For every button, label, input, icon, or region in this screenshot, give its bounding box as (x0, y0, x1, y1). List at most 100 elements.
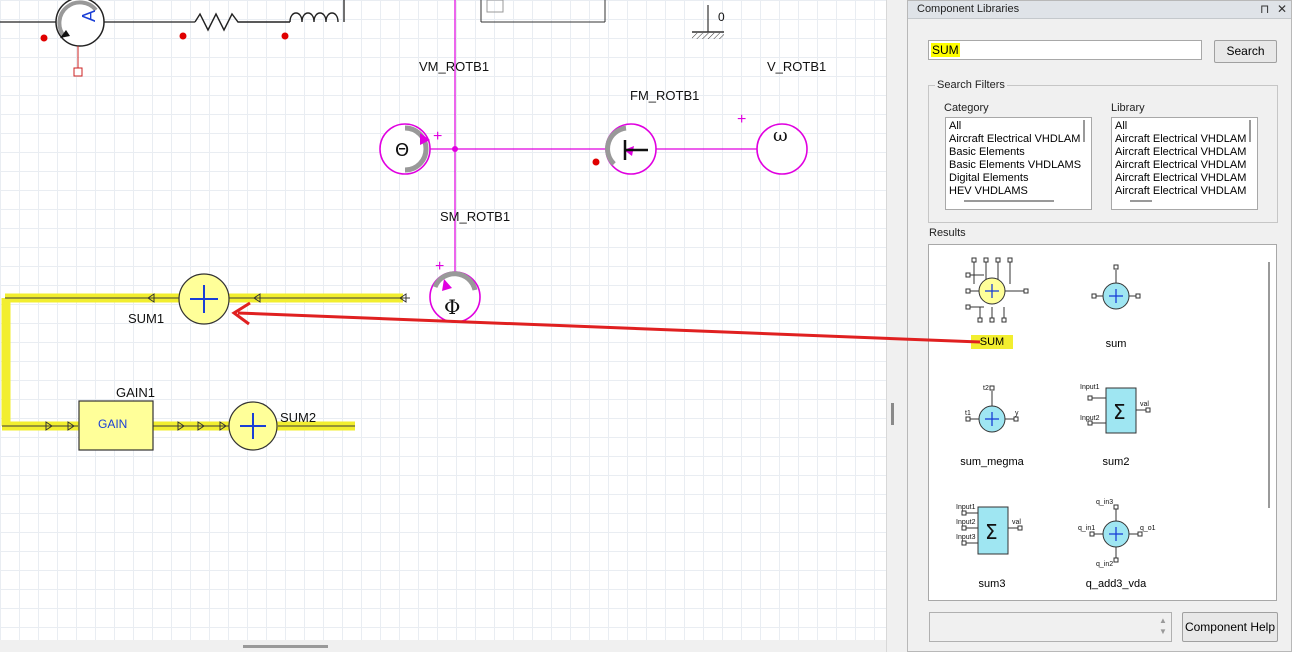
description-spinner[interactable]: ▲▼ (1159, 616, 1167, 636)
q-left-pin: q_in1 (1078, 525, 1095, 532)
vm-rotb1-sensor[interactable]: Θ (379, 123, 431, 175)
canvas-horizontal-scrollbar[interactable] (0, 640, 886, 652)
sum-megma-component-icon: t2 t1 y (965, 385, 1019, 433)
result-sum-upper[interactable]: SUM (932, 250, 1052, 360)
search-input[interactable]: SUM (928, 40, 1202, 60)
library-item[interactable]: All (1115, 120, 1128, 132)
megma-right-pin: y (1015, 410, 1019, 417)
gain-body-label: GAIN (98, 417, 128, 431)
plus-marker: + (433, 128, 442, 145)
arrow-marker (219, 421, 227, 431)
gain1-block[interactable] (78, 400, 154, 451)
inductor (289, 12, 339, 23)
category-item[interactable]: HEV VHDLAMS (949, 185, 1028, 197)
search-input-value: SUM (931, 43, 960, 57)
gain1-label: GAIN1 (116, 385, 156, 400)
category-item[interactable]: Basic Elements (949, 146, 1025, 158)
plus-marker: + (737, 111, 746, 128)
sum3-component-icon: Σ Input1 Input2 Input3 val (956, 504, 1023, 555)
result-sum3[interactable]: Σ Input1 Input2 Input3 val sum3 (932, 496, 1052, 600)
canvas-scroll-thumb[interactable] (243, 645, 328, 648)
sm-rotb1-label: SM_ROTB1 (440, 209, 511, 224)
sigma-symbol: Σ (1113, 400, 1126, 424)
sum3-in1-pin: Input1 (956, 504, 976, 511)
v-rotb1-sensor[interactable]: ω (756, 123, 808, 175)
library-item[interactable]: Aircraft Electrical VHDLAM (1115, 185, 1247, 197)
pin-icon[interactable]: ⊓ (1260, 2, 1270, 16)
pin-marker (592, 158, 600, 166)
arrow-marker (67, 421, 75, 431)
search-filters-label: Search Filters (935, 79, 1007, 91)
sum1-label: SUM1 (128, 311, 165, 326)
splitter-grip[interactable] (891, 403, 894, 425)
panel-title: Component Libraries (917, 3, 1020, 15)
component-help-button[interactable]: Component Help (1182, 612, 1278, 642)
result-name: sum (1105, 338, 1127, 350)
results-label: Results (929, 227, 966, 239)
vm-rotb1-label: VM_ROTB1 (419, 59, 490, 74)
sm-rotb1-sensor[interactable]: Φ (429, 271, 481, 323)
library-scrollbar[interactable] (1249, 120, 1251, 142)
category-listbox[interactable]: All Aircraft Electrical VHDLAM Basic Ele… (945, 117, 1092, 210)
category-label: Category (944, 102, 989, 114)
results-scrollbar[interactable] (1268, 262, 1270, 508)
omega-symbol: ω (773, 125, 788, 146)
category-item[interactable]: Basic Elements VHDLAMS (949, 159, 1082, 171)
block-icon (486, 0, 504, 13)
category-item[interactable]: Aircraft Electrical VHDLAM (949, 133, 1081, 145)
panel-title-bar: Component Libraries ⊓ ✕ (908, 1, 1291, 19)
ammeter[interactable]: A (55, 0, 105, 47)
search-filters-group (928, 85, 1278, 223)
library-hscrollbar[interactable] (1130, 200, 1152, 202)
arrow-marker (253, 293, 261, 303)
library-item[interactable]: Aircraft Electrical VHDLAM (1115, 133, 1247, 145)
ammeter-symbol: A (79, 10, 99, 22)
result-name: sum3 (978, 578, 1006, 590)
ground-value: 0 (718, 10, 725, 24)
result-q-add3-vda[interactable]: q_in3 q_in1 q_o1 q_in2 q_add3_vda (1056, 496, 1176, 600)
library-label: Library (1111, 102, 1145, 114)
sum2-in2-pin: Input2 (1080, 415, 1100, 422)
q-right-pin: q_o1 (1140, 525, 1156, 532)
result-name-text: SUM (970, 335, 1014, 349)
close-icon[interactable]: ✕ (1277, 2, 1288, 16)
results-list[interactable]: SUM sum t2 t1 y (928, 244, 1277, 601)
q-bottom-pin: q_in2 (1096, 561, 1113, 568)
phi-symbol: Φ (444, 295, 460, 319)
library-item[interactable]: Aircraft Electrical VHDLAM (1115, 172, 1247, 184)
arrow-marker (197, 421, 205, 431)
q-top-pin: q_in3 (1096, 499, 1113, 506)
fm-rotb1-source[interactable] (605, 123, 657, 175)
panel-splitter[interactable] (886, 0, 907, 652)
result-sum[interactable]: sum (1056, 250, 1176, 360)
category-item[interactable]: All (949, 120, 962, 132)
library-item[interactable]: Aircraft Electrical VHDLAM (1115, 159, 1247, 171)
sigma-symbol: Σ (985, 520, 998, 544)
component-libraries-panel: Component Libraries ⊓ ✕ SUM Search Searc… (907, 0, 1292, 652)
result-sum-megma[interactable]: t2 t1 y sum_megma (932, 374, 1052, 484)
arrow-marker (177, 421, 185, 431)
result-sum2[interactable]: Σ Input1 Input2 val sum2 (1056, 374, 1176, 484)
category-scrollbar[interactable] (1083, 120, 1085, 142)
library-item[interactable]: Aircraft Electrical VHDLAM (1115, 146, 1247, 158)
result-name: sum2 (1102, 456, 1130, 468)
category-hscrollbar[interactable] (964, 200, 1054, 202)
plus-marker: + (435, 258, 444, 275)
pin-marker (179, 32, 187, 40)
fm-rotb1-label: FM_ROTB1 (630, 88, 700, 103)
sum2-out-pin: val (1140, 401, 1149, 408)
junction-node (452, 146, 458, 152)
sum3-in2-pin: Input2 (956, 519, 976, 526)
library-listbox[interactable]: All Aircraft Electrical VHDLAM Aircraft … (1111, 117, 1258, 210)
resistor (194, 12, 290, 32)
arrow-marker (399, 293, 407, 303)
sum2-label: SUM2 (280, 410, 317, 425)
sum1-block[interactable] (178, 273, 230, 325)
search-button[interactable]: Search (1214, 40, 1277, 63)
category-item[interactable]: Digital Elements (949, 172, 1029, 184)
sum2-component-icon: Σ Input1 Input2 val (1080, 384, 1151, 434)
sum2-block[interactable] (228, 401, 278, 451)
sum3-in3-pin: Input3 (956, 534, 976, 541)
sum3-out-pin: val (1012, 519, 1021, 526)
component-description-box (929, 612, 1172, 642)
